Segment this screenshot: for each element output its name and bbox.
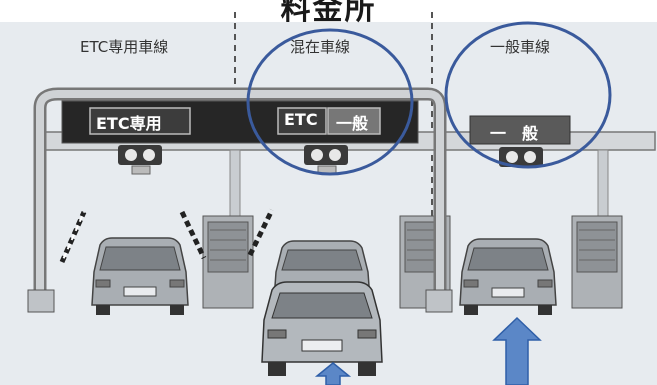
lane-label-etc-only: ETC専用車線 (80, 38, 169, 56)
barrier-arm-2 (179, 210, 207, 260)
lane-label-mixed: 混在車線 (290, 38, 351, 56)
gantry-foot-right (425, 289, 453, 313)
top-strip (0, 0, 657, 22)
arrow-general-lane (492, 316, 542, 385)
car-general-lane (459, 238, 557, 315)
barrier-arm-3 (247, 208, 275, 257)
sign-mixed-general-frame (327, 107, 381, 135)
signal-unit-2 (304, 145, 348, 165)
gantry-foot-left (27, 289, 55, 313)
car-mixed-lane-front (261, 281, 383, 376)
arrow-mixed-lane (314, 362, 352, 385)
car-etc-lane (91, 237, 189, 315)
sign-etc-only: ETC専用 (96, 114, 162, 133)
barrier-arm-1-base (61, 211, 85, 263)
toll-booth-3 (571, 215, 623, 309)
sign-mixed-general: 一般 (336, 114, 369, 133)
signal-unit-1 (118, 145, 162, 165)
highlight-circle-general (444, 21, 612, 169)
sign-mixed-etc: ETC (284, 110, 318, 129)
lane-label-general: 一般車線 (490, 38, 551, 56)
sign-etc-only-frame (89, 107, 191, 135)
highlight-circle-mixed (246, 28, 414, 176)
signal-unit-3 (499, 147, 543, 167)
general-sign-board (469, 115, 571, 145)
sign-general: 一 般 (490, 124, 539, 143)
toll-booth-1 (202, 215, 254, 309)
diagram-title: 料金所 (280, 0, 377, 27)
antenna (131, 165, 151, 175)
sign-mixed-etc-frame (277, 107, 327, 135)
